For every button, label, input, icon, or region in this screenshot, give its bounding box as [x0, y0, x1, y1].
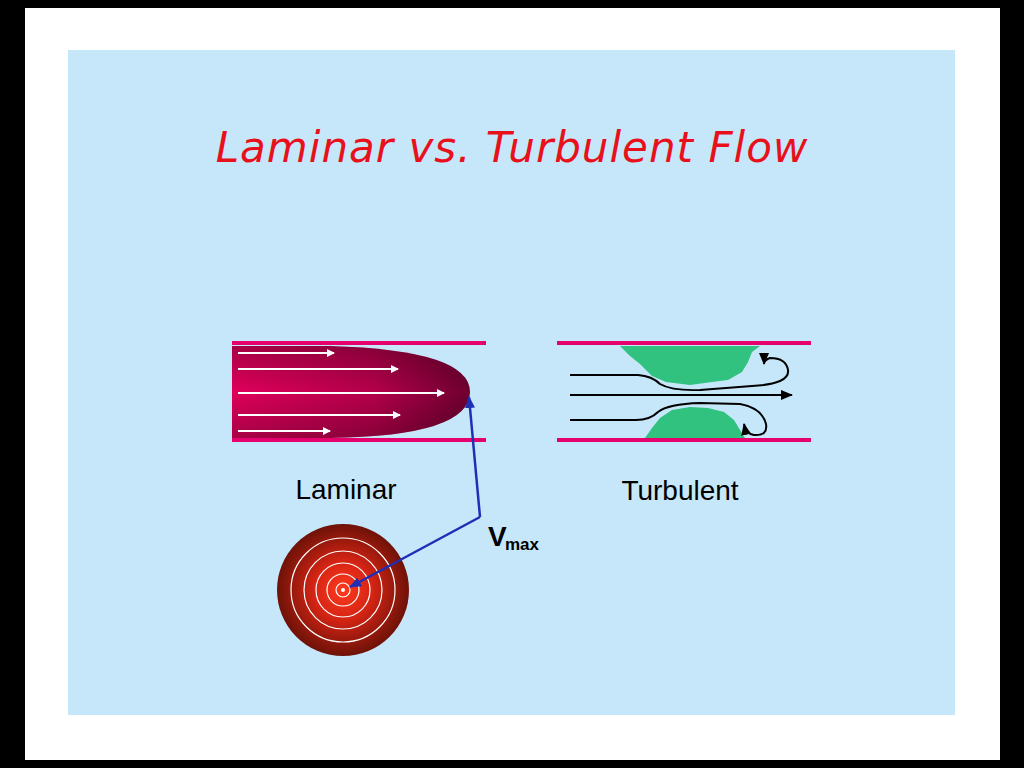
- velocity-subscript: max: [505, 535, 539, 555]
- flow-label: Turbulent: [621, 475, 738, 507]
- plaque: [620, 346, 760, 385]
- turbulent-tube: [557, 343, 811, 440]
- laminar-tube: [232, 343, 486, 440]
- velocity-arrows: [238, 353, 444, 431]
- tube-wall: [557, 438, 811, 442]
- flow-label: Laminar: [295, 474, 396, 506]
- velocity-profile: [232, 346, 470, 438]
- tube-wall: [232, 438, 486, 442]
- profile-shading: [232, 346, 470, 438]
- tube-wall: [557, 341, 811, 345]
- slide-title: Laminar vs. Turbulent Flow: [216, 123, 809, 172]
- streamlines: [570, 358, 792, 435]
- velocity-symbol: V: [488, 521, 507, 553]
- tube-wall: [232, 341, 486, 345]
- cross-section-disc: [277, 524, 409, 656]
